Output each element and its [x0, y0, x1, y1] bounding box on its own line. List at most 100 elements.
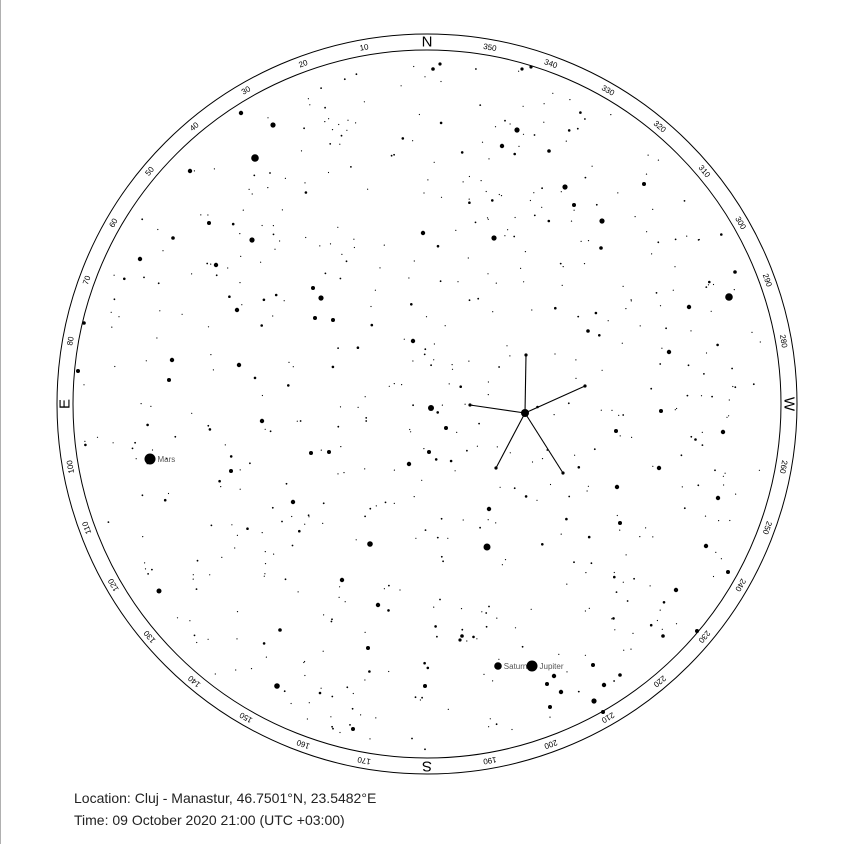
- star: [157, 228, 159, 231]
- star: [272, 315, 274, 317]
- star: [271, 506, 274, 509]
- star: [524, 353, 528, 357]
- star: [214, 673, 216, 675]
- star: [367, 541, 373, 547]
- star: [468, 198, 470, 200]
- star: [451, 364, 453, 366]
- cardinal-west: W: [781, 397, 798, 412]
- star: [424, 348, 427, 351]
- star: [588, 607, 590, 610]
- star: [630, 648, 632, 650]
- cardinal-south: S: [422, 758, 432, 775]
- azimuth-tick-label: 50: [143, 165, 156, 178]
- star: [598, 334, 601, 337]
- star: [299, 420, 302, 422]
- star: [485, 625, 488, 628]
- azimuth-tick-label: 350: [483, 42, 498, 53]
- star: [191, 412, 193, 414]
- star: [208, 428, 212, 431]
- azimuth-tick-label: 330: [600, 83, 617, 98]
- star: [480, 180, 482, 182]
- star: [347, 119, 349, 121]
- location-line: Location: Cluj - Manastur, 46.7501°N, 23…: [74, 790, 376, 806]
- star: [412, 140, 414, 142]
- star: [319, 245, 321, 247]
- planet-saturn[interactable]: [494, 662, 502, 670]
- star: [488, 605, 490, 608]
- star: [351, 707, 354, 710]
- star: [587, 240, 590, 242]
- star: [456, 431, 458, 433]
- star: [324, 272, 327, 275]
- star: [171, 236, 175, 240]
- star: [483, 543, 491, 551]
- star: [591, 165, 593, 167]
- star: [440, 517, 443, 520]
- star: [621, 342, 623, 344]
- star: [234, 307, 240, 313]
- constellation-line: [495, 412, 526, 469]
- star: [327, 171, 330, 174]
- star: [189, 620, 191, 622]
- star: [278, 628, 282, 632]
- star: [304, 191, 308, 194]
- star: [427, 179, 429, 181]
- star: [444, 325, 446, 327]
- star: [239, 488, 241, 490]
- star: [157, 282, 160, 285]
- planet-jupiter[interactable]: [526, 660, 538, 672]
- planet-label-mars: Mars: [158, 455, 176, 464]
- star: [375, 505, 377, 507]
- planet-mars[interactable]: [144, 453, 156, 465]
- star: [514, 216, 516, 219]
- star: [298, 529, 301, 533]
- star: [651, 253, 653, 255]
- star: [379, 267, 381, 269]
- star: [700, 395, 703, 397]
- star: [619, 435, 621, 437]
- star: [518, 145, 520, 147]
- star: [213, 262, 219, 268]
- star: [695, 629, 699, 633]
- star: [613, 571, 615, 574]
- star: [264, 573, 266, 575]
- star: [655, 292, 658, 294]
- star: [420, 230, 426, 236]
- star: [444, 426, 448, 430]
- star: [549, 483, 552, 486]
- star: [246, 527, 249, 530]
- star: [200, 214, 202, 216]
- star: [262, 298, 266, 302]
- star: [162, 250, 164, 252]
- star: [584, 118, 586, 120]
- star: [107, 521, 110, 523]
- star: [460, 608, 463, 610]
- star: [504, 235, 506, 237]
- star: [492, 311, 494, 313]
- star: [337, 347, 339, 349]
- star: [113, 298, 116, 301]
- star: [600, 409, 602, 411]
- star: [143, 276, 145, 279]
- star: [320, 449, 322, 451]
- star: [573, 209, 575, 211]
- star: [329, 243, 332, 245]
- star: [714, 469, 716, 472]
- star: [590, 562, 593, 565]
- star: [434, 458, 438, 461]
- star: [481, 611, 483, 613]
- star: [284, 177, 286, 179]
- star: [249, 462, 251, 465]
- star: [521, 409, 529, 417]
- star: [163, 498, 167, 502]
- star: [260, 261, 262, 263]
- star: [697, 484, 700, 487]
- star: [350, 166, 352, 168]
- star: [331, 365, 335, 369]
- star: [565, 140, 567, 142]
- star: [522, 133, 525, 135]
- star: [210, 263, 212, 265]
- star: [488, 158, 490, 160]
